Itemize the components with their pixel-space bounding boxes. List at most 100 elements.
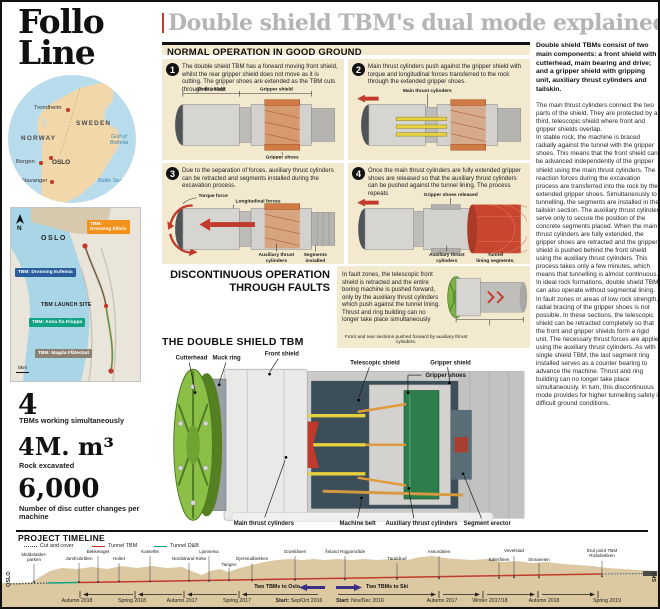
route-map-base [11, 208, 140, 381]
callout-tbm-anna-fra-kloppa: TBM: Anna fra Kloppa [29, 318, 86, 327]
phase-date: Spring 2019 [593, 598, 621, 604]
fault-diagram [447, 276, 528, 326]
oslo-dot [49, 156, 53, 160]
phase-date: Winter 2017/18 [472, 598, 508, 604]
step-4-text: Once the main thrust cylinders are fully… [368, 167, 521, 197]
step-3-diagram: Torque force Longitudinal forces [167, 193, 336, 263]
timeline-place: Nordstrand Kirke [171, 556, 207, 561]
stat-rock-label: Rock excavated [19, 461, 75, 470]
sidebar-body: The main thrust cylinders connect the tw… [536, 102, 660, 408]
phase-date: Spring 2018 [118, 598, 146, 604]
callout-tbm-dronning-ellisiv: TBM: Dronning Ellisiv [87, 220, 130, 235]
timeline-place: Grønliåsen [283, 549, 307, 554]
step4-aux-label-1: Auxiliary thrust [429, 252, 465, 258]
timeline-place: Vevelstad [504, 548, 524, 553]
timeline-place: End point TBM Roåsbekken [586, 548, 618, 559]
stat-cutter-value: 6,000 [18, 474, 100, 504]
sidebar-intro: Double shield TBMs consist of two main c… [536, 42, 657, 94]
legend-tunnel-db: Tunnel D&B [154, 543, 199, 549]
double-shield-tbm-heading: THE DOUBLE SHIELD TBM [162, 336, 304, 348]
bergen-dot [39, 161, 43, 165]
step1-gripper-shoes-label: Gripper shoes [266, 155, 299, 159]
label-front-shield: Front shield [265, 352, 300, 358]
timeline-ski-label: SKI [652, 572, 658, 582]
two-tbms-to-ski-label: Two TBMs to Ski [366, 584, 408, 590]
step-4-panel: 4 Once the main thrust cylinders are ful… [348, 163, 530, 264]
scandinavia-overview-map: Trondheim SWEDEN NORWAY Gulf of Bothnia … [8, 75, 136, 203]
tunnel-db-swatch-icon [154, 545, 167, 547]
label-main-thrust: Main thrust cylinders [234, 521, 295, 527]
phase-date: Autumn 2018 [528, 598, 560, 604]
label-machine-belt: Machine belt [339, 521, 375, 527]
label-segment-erector: Segment erector [464, 521, 512, 527]
north-label: N [17, 225, 22, 232]
timeline-place: Gjersrudbekken [235, 556, 269, 561]
timeline-place: Kastellet [141, 549, 159, 554]
label-gripper-shield: Gripper shield [430, 360, 471, 366]
legend-cut-and-cover-label: Cut and cover [40, 543, 74, 549]
timeline-place: Assurdalen [427, 549, 451, 554]
timeline-place: Jomfrubråten [65, 556, 93, 561]
step-3-panel: 3 Due to the separation of forces, auxil… [162, 163, 344, 264]
step1-front-shield-label: Front shield [197, 86, 225, 92]
map-scale: 5km [16, 366, 30, 373]
step-1-text: The double shield TBM has a forward movi… [182, 63, 338, 93]
step4-aux-label-2: cylinders [436, 258, 458, 263]
step-2-panel: 2 Main thrust cylinders push against the… [348, 59, 530, 160]
page-title: Double shield TBM's dual mode explained [168, 10, 660, 36]
timeline-place: Middelalder- parken [21, 552, 47, 563]
follo-line-route-map: N OSLO TBM: Dronning Ellisiv TBM: Dronni… [10, 207, 141, 382]
fault-section-heading: DISCONTINUOUS OPERATION THROUGH FAULTS [170, 269, 330, 294]
legend-tunnel-tbm-label: Tunnel TBM [108, 543, 138, 549]
start-left-date: Sep/Oct 2016 [290, 598, 323, 604]
timeline-place: Tangen [221, 562, 237, 567]
step4-shoes-released-label: Gripper shoes released [424, 192, 478, 198]
legend-cut-and-cover: Cut and cover [24, 543, 74, 549]
phase-start-left: Start: Sep/Oct 2016 [267, 598, 331, 604]
phase-date: Autumn 2017 [426, 598, 458, 604]
step-1-diagram: Front shield Gripper shield Gripper shoe… [175, 86, 336, 159]
step-2-diagram: Main thrust cylinders [357, 88, 522, 151]
route-map-oslo-label: OSLO [41, 235, 67, 242]
step3-longitudinal-label: Longitudinal forces [235, 199, 280, 205]
step-4-diagram: Gripper shoes released Auxiliary thrust … [357, 192, 527, 263]
map-label-gulf-of-bothnia: Gulf of Bothnia [109, 134, 129, 146]
map-label-stavanger: Stavanger [21, 178, 48, 184]
step4-lining-label-1: Tunnel [488, 252, 504, 258]
step4-lining-label-2: lining segments. [476, 258, 515, 263]
step3-seg-label-2: installed [305, 258, 325, 263]
timeline-terrain [2, 556, 658, 607]
double-shield-tbm-diagram: Cutterhead Muck ring Front shield Telesc… [173, 352, 525, 527]
follo-line-logo: Follo Line [18, 2, 105, 70]
cut-and-cover-swatch-icon [24, 545, 37, 547]
fault-section-text: In fault zones, the telescopic front shi… [342, 271, 440, 324]
label-gripper-shoes: Gripper shoes [425, 373, 466, 379]
tunnel-tbm-swatch-icon [92, 545, 105, 547]
label-cutterhead: Cutterhead [176, 356, 208, 362]
stat-tbms-value: 4 [18, 388, 38, 421]
phase-start-right: Start: Nov/Dec 2016 [328, 598, 392, 604]
scandinavia-land [37, 82, 121, 203]
stat-rock-value: 4M. m³ [18, 432, 114, 461]
step1-gripper-shield-label: Gripper shield [260, 86, 293, 92]
logo-line1: Follo [18, 2, 105, 41]
step3-torque-label: Torque force [198, 193, 228, 199]
step2-main-thrust-label: Main thrust cylinders [403, 88, 452, 94]
step-3-text: Due to the separation of forces, auxilia… [182, 167, 334, 190]
timeline-place: Bøleråsen [488, 557, 510, 562]
step-3-badge: 3 [166, 167, 179, 180]
map-label-sweden: SWEDEN [76, 120, 112, 127]
map-label-baltic-sea: Baltic Sea [98, 178, 123, 184]
start-right-date: Nov/Dec 2016 [351, 598, 384, 604]
timeline-heading: PROJECT TIMELINE [18, 533, 105, 543]
step-4-badge: 4 [352, 167, 365, 180]
step3-aux-label-2: cylinders [266, 258, 288, 263]
title-red-rule [162, 13, 164, 33]
start-left-prefix: Start: [275, 598, 290, 604]
legend-tunnel-tbm: Tunnel TBM [92, 543, 137, 549]
stat-tbms-label: TBMs working simultaneously [19, 416, 125, 425]
step-2-text: Main thrust cylinders push against the g… [368, 63, 522, 86]
stat-cutter-label: Number of disc cutter changes per machin… [19, 504, 140, 522]
step-1-panel: 1 The double shield TBM has a forward mo… [162, 59, 344, 160]
